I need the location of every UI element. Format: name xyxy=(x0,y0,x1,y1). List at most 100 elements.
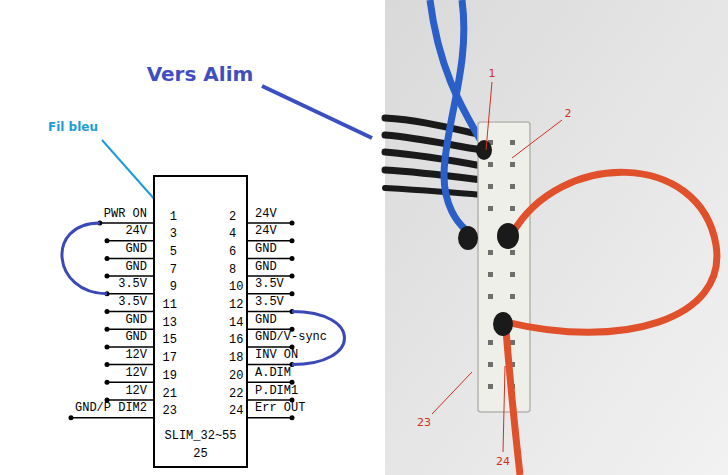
pin-dot xyxy=(105,256,110,261)
signal-name: 12V xyxy=(125,349,147,362)
wire-sleeve xyxy=(497,223,519,249)
pin-number: 14 xyxy=(229,317,243,330)
photo-ground xyxy=(385,0,728,475)
pin-number: 15 xyxy=(163,334,177,347)
signal-name: 3.5V xyxy=(118,296,147,309)
orange-wire xyxy=(506,172,717,332)
pin-line xyxy=(107,399,153,401)
signal-name: PWR ON xyxy=(104,208,147,221)
jumper-wire xyxy=(62,223,107,294)
black-wires xyxy=(385,118,482,195)
signal-name: GND/V-sync xyxy=(255,331,327,344)
pin-number: 22 xyxy=(229,388,243,401)
signal-name: P.DIM1 xyxy=(255,385,298,398)
signal-name: 12V xyxy=(125,367,147,380)
pin-line xyxy=(248,258,292,260)
pin-line xyxy=(107,382,153,384)
signal-name: GND xyxy=(125,243,147,256)
signal-name: GND xyxy=(255,261,277,274)
callout-number: 1 xyxy=(489,67,496,80)
signal-name: GND/P DIM2 xyxy=(75,402,147,415)
pin-number: 17 xyxy=(163,352,177,365)
signal-name: 24V xyxy=(125,225,147,238)
pin-line xyxy=(248,240,292,242)
signal-name: GND xyxy=(125,314,147,327)
heading-note: Vers Alim xyxy=(147,62,254,86)
pin-number: 5 xyxy=(170,246,177,259)
pin-dot xyxy=(290,274,295,279)
pin-line xyxy=(248,417,292,419)
pin-dot xyxy=(105,344,110,349)
pin-line xyxy=(248,275,292,277)
pin-line xyxy=(248,222,292,224)
pin-line xyxy=(107,328,153,330)
pin-number: 3 xyxy=(170,228,177,241)
signal-name: A.DIM xyxy=(255,367,291,380)
signal-name: 24V xyxy=(255,208,277,221)
orange-wire xyxy=(506,330,520,475)
pin-line xyxy=(100,222,153,224)
connector-name: SLIM_32~55 xyxy=(164,427,236,445)
pin-dot xyxy=(290,221,295,226)
pin-dot xyxy=(68,415,73,420)
signal-name: GND xyxy=(255,243,277,256)
signal-name: 3.5V xyxy=(255,278,284,291)
pin-dot xyxy=(290,256,295,261)
pin-line xyxy=(107,240,153,242)
pin-number: 16 xyxy=(229,334,243,347)
pin-line xyxy=(248,311,292,313)
signal-name: 12V xyxy=(125,385,147,398)
pin-dot xyxy=(290,415,295,420)
pin-number: 24 xyxy=(229,405,243,418)
callout-number: 24 xyxy=(496,455,510,468)
pin-line xyxy=(71,417,153,419)
pin-dot xyxy=(290,291,295,296)
pin-dot xyxy=(105,362,110,367)
pin-line xyxy=(107,364,153,366)
pin-number: 21 xyxy=(163,388,177,401)
pin-dot xyxy=(105,327,110,332)
pin-line xyxy=(107,311,153,313)
pin-line xyxy=(248,364,292,366)
pin-line xyxy=(248,399,292,401)
pin-number: 4 xyxy=(229,228,236,241)
wire-sleeve xyxy=(458,226,478,250)
pin-number: 11 xyxy=(163,299,177,312)
pin-number: 13 xyxy=(163,317,177,330)
pin-dot xyxy=(105,238,110,243)
signal-name: GND xyxy=(125,261,147,274)
pin-number: 12 xyxy=(229,299,243,312)
wire-sleeve xyxy=(476,140,492,160)
connector-photo xyxy=(478,122,530,412)
pin-line xyxy=(107,346,153,348)
signal-name: Err OUT xyxy=(255,402,305,415)
pin-line xyxy=(248,328,292,330)
wire-note: Fil bleu xyxy=(48,120,98,135)
pin-number: 7 xyxy=(170,264,177,277)
pin-dot xyxy=(105,380,110,385)
callout-number: 23 xyxy=(417,416,431,429)
pin-dot xyxy=(105,309,110,314)
pin-number: 19 xyxy=(163,370,177,383)
callout-leaders xyxy=(432,82,562,452)
pin-line xyxy=(107,258,153,260)
wire-sleeve xyxy=(493,312,513,336)
pin-number: 18 xyxy=(229,352,243,365)
signal-name: INV ON xyxy=(255,349,298,362)
signal-name: 24V xyxy=(255,225,277,238)
pin-number: 20 xyxy=(229,370,243,383)
pin-number: 2 xyxy=(229,211,236,224)
pointer-line xyxy=(262,86,372,138)
pin-number: 9 xyxy=(170,281,177,294)
pin-line xyxy=(107,293,153,295)
signal-name: GND xyxy=(255,314,277,327)
callout-number: 2 xyxy=(565,107,572,120)
pin-number: 10 xyxy=(229,281,243,294)
pin-line xyxy=(248,293,292,295)
pin-line xyxy=(248,382,292,384)
pin-line xyxy=(107,275,153,277)
pin-dot xyxy=(290,238,295,243)
pin-number: 6 xyxy=(229,246,236,259)
connector-size: 25 xyxy=(193,445,207,463)
